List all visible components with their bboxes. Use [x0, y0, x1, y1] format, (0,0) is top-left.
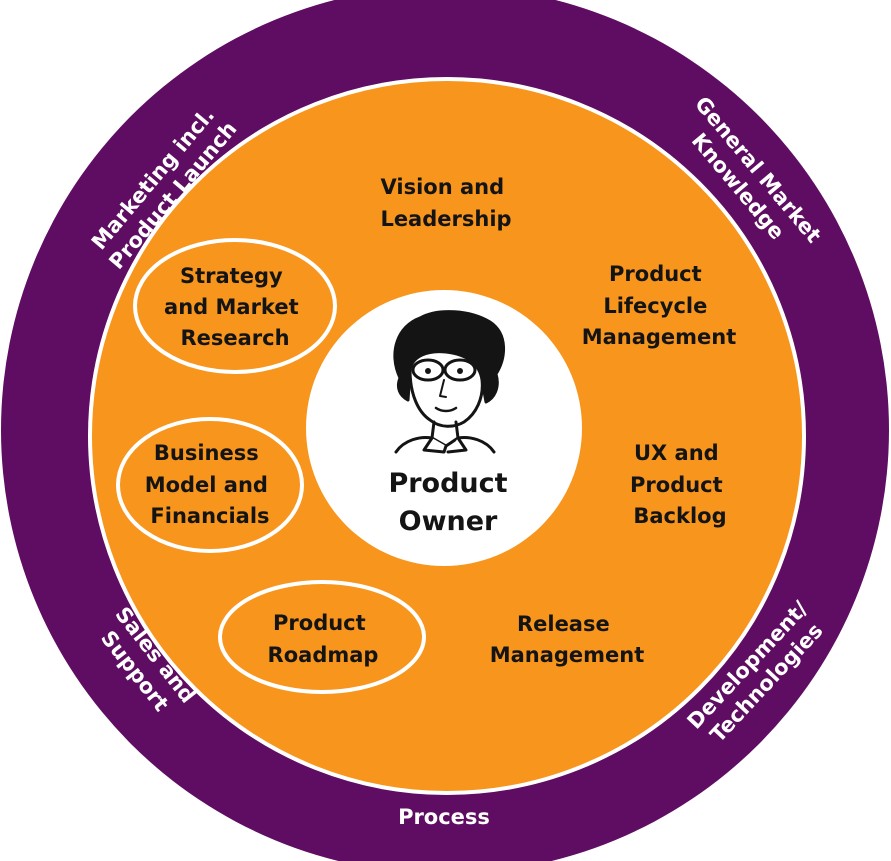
topic-ux: UX and Product Backlog — [630, 441, 730, 528]
topic-vision-line2: Leadership — [380, 207, 511, 231]
roadmap-oval — [218, 580, 426, 694]
center-title-line1: Product — [388, 468, 507, 499]
topic-release: Release Management — [490, 612, 645, 667]
topic-vision-line1: Vision and — [381, 175, 505, 199]
topic-roadmap: Product Roadmap — [268, 611, 379, 667]
topic-strategy: Strategy and Market Research — [164, 264, 306, 350]
topic-roadmap-line2: Roadmap — [268, 643, 379, 667]
topic-vision: Vision and Leadership — [380, 175, 511, 231]
woman-with-glasses-portrait-icon — [393, 310, 506, 454]
strategy-oval — [133, 238, 337, 374]
business-oval — [116, 417, 304, 553]
topic-business-line3: Financials — [150, 504, 269, 528]
topic-business-line1: Business — [154, 441, 259, 465]
topic-lifecycle-line2: Lifecycle — [603, 294, 707, 318]
topic-business: Business Model and Financials — [145, 441, 276, 528]
center-circle — [306, 290, 582, 566]
outer-label-process: Process — [398, 805, 490, 829]
topic-lifecycle-line3: Management — [582, 325, 737, 349]
topic-release-line2: Management — [490, 643, 645, 667]
topic-strategy-line2: and Market — [164, 295, 299, 319]
topic-ux-line3: Backlog — [633, 504, 726, 528]
topic-release-line1: Release — [517, 612, 610, 636]
topic-strategy-line1: Strategy — [180, 264, 283, 288]
topic-strategy-line3: Research — [180, 326, 289, 350]
topic-business-line2: Model and — [145, 473, 268, 497]
topic-ux-line1: UX and — [634, 441, 719, 465]
topic-lifecycle-line1: Product — [609, 262, 702, 286]
topic-ux-line2: Product — [630, 473, 723, 497]
center-title-line2: Owner — [399, 506, 498, 537]
topic-roadmap-line1: Product — [273, 611, 366, 635]
topic-lifecycle: Product Lifecycle Management — [582, 262, 737, 349]
